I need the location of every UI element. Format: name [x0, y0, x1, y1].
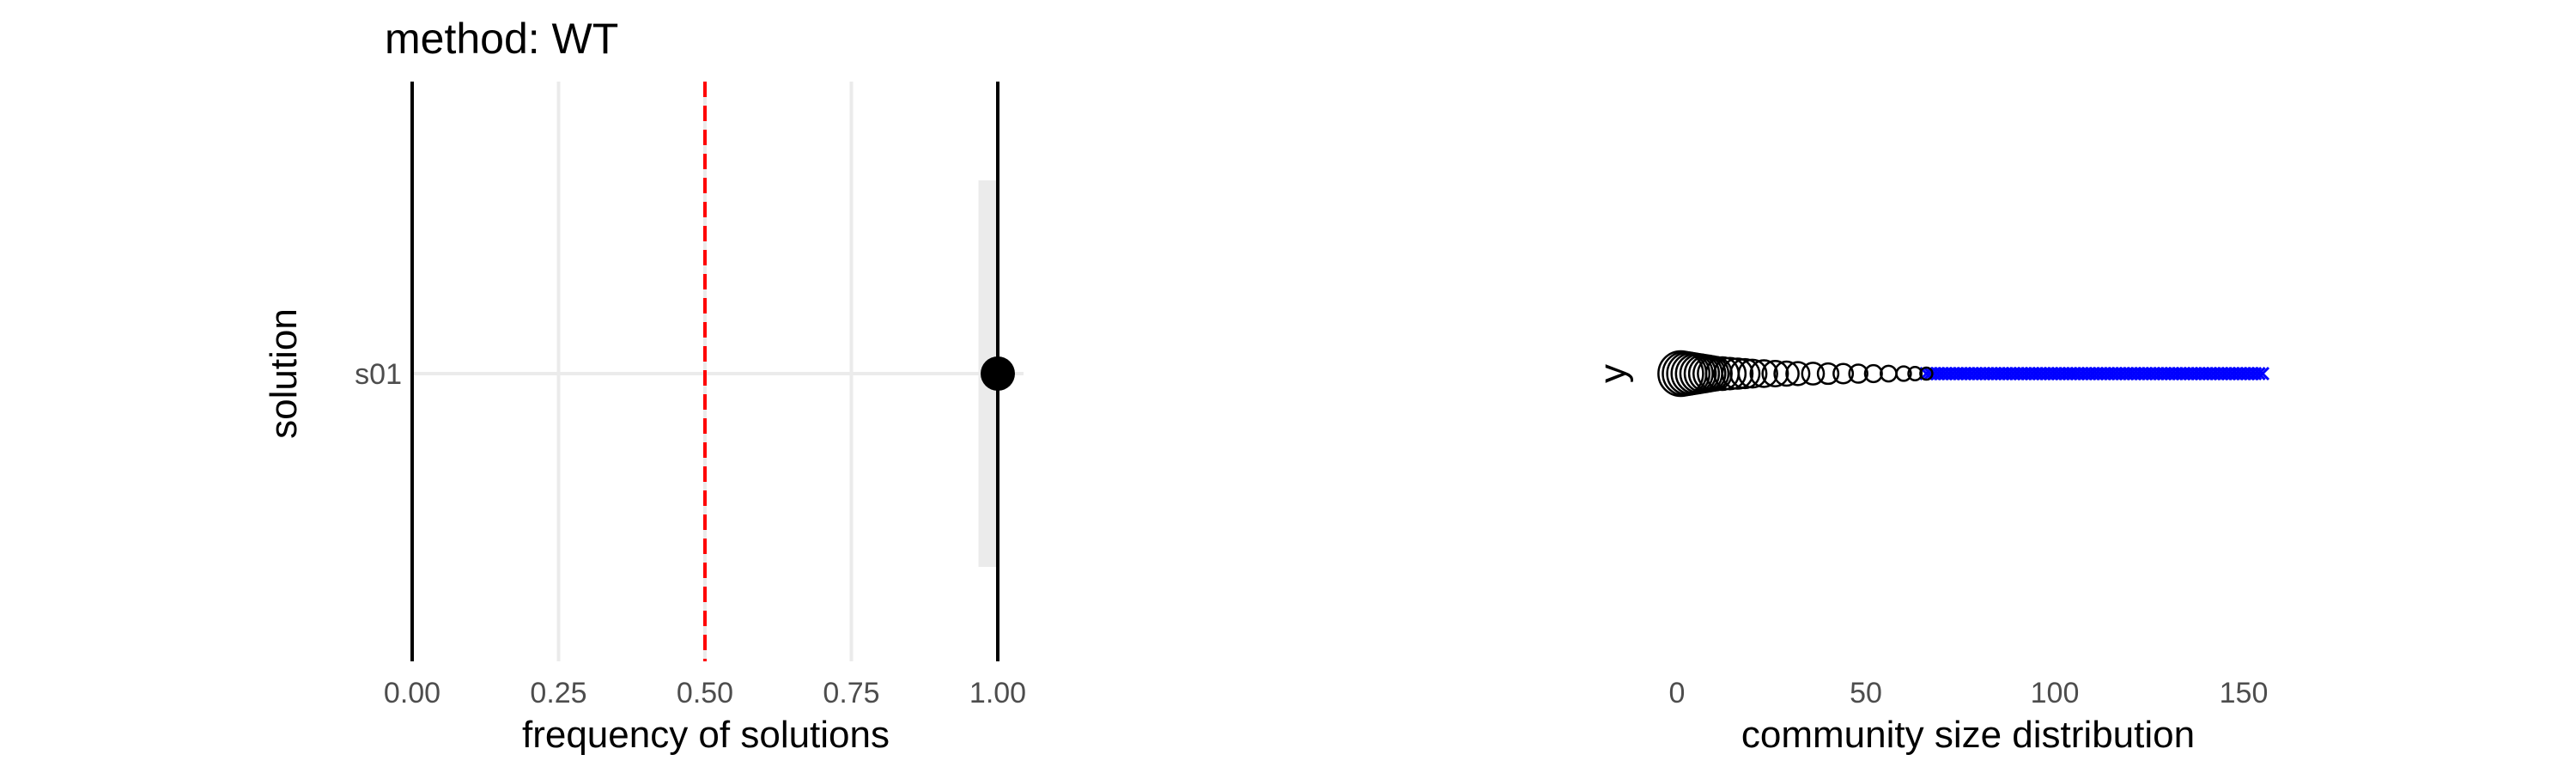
right-x-axis-title: community size distribution — [1741, 714, 2195, 756]
left-x-axis-title: frequency of solutions — [522, 714, 890, 756]
circle-marker — [1761, 360, 1789, 387]
circle-marker — [1737, 358, 1768, 389]
circle-marker — [1773, 360, 1800, 387]
circle-marker — [1749, 359, 1778, 388]
right-y-axis-title: y — [1592, 364, 1634, 383]
y-tick-label: s01 — [355, 358, 402, 391]
circle-marker — [1816, 362, 1840, 386]
data-point — [981, 356, 1015, 391]
cross-marker — [2255, 366, 2270, 381]
circle-marker — [1907, 366, 1923, 381]
circle-marker — [1785, 361, 1811, 386]
circle-marker — [1863, 363, 1883, 384]
x-tick-label: 50 — [1850, 677, 1882, 709]
x-tick-label: 150 — [2220, 677, 2269, 709]
x-tick-label: 0.50 — [677, 677, 733, 709]
left-points — [981, 356, 1015, 391]
left-x-tick-labels: 0.00 0.25 0.50 0.75 1.00 — [384, 677, 1026, 709]
x-tick-label: 100 — [2031, 677, 2080, 709]
x-tick-label: 0.75 — [823, 677, 879, 709]
left-panel: method: WT 0.00 0.25 0.50 0.75 1.00 s01 freq… — [263, 15, 1026, 756]
x-tick-label: 0 — [1669, 677, 1686, 709]
circle-marker — [1832, 362, 1855, 385]
left-y-axis-title: solution — [263, 308, 305, 439]
right-circle-series — [1657, 350, 1934, 398]
cross-marker — [2251, 366, 2266, 381]
x-tick-label: 0.00 — [384, 677, 440, 709]
left-gridlines — [410, 82, 1024, 661]
circle-marker — [1729, 357, 1761, 390]
circle-marker — [1697, 356, 1733, 392]
circle-marker — [1801, 362, 1826, 386]
x-tick-label: 1.00 — [969, 677, 1026, 709]
circle-marker — [1919, 366, 1934, 381]
circle-marker — [1895, 365, 1912, 382]
circle-marker — [1713, 356, 1747, 391]
circle-marker — [1880, 364, 1898, 383]
left-reference-lines — [410, 82, 999, 661]
right-cross-series — [1919, 366, 2270, 381]
circle-marker — [1848, 363, 1868, 384]
right-panel: 0 50 100 150 community size distribution y — [1592, 350, 2270, 756]
left-y-tick-labels: s01 — [355, 358, 402, 391]
circle-marker — [1721, 357, 1754, 390]
right-x-tick-labels: 0 50 100 150 — [1669, 677, 2269, 709]
chart-title: method: WT — [385, 15, 618, 63]
x-tick-label: 0.25 — [530, 677, 586, 709]
